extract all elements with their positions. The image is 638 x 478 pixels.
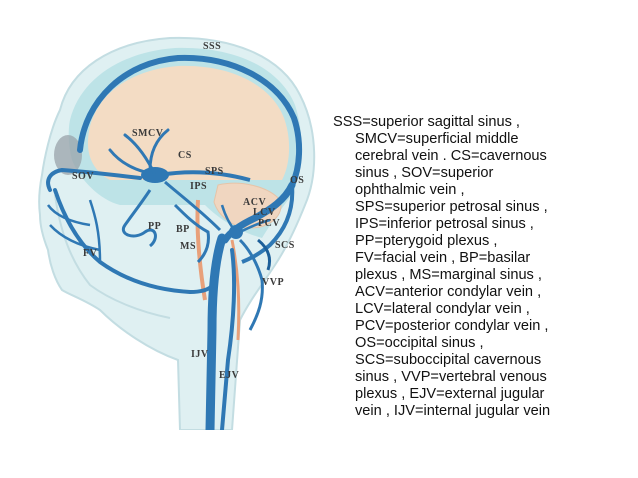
legend-line: FV=facial vein , BP=basilar (355, 250, 531, 266)
legend-line: SPS=superior petrosal sinus , (355, 199, 548, 215)
legend-line: ACV=anterior condylar vein , (355, 284, 542, 300)
vein-pcv (239, 218, 271, 234)
label-sov: SOV (72, 171, 94, 182)
label-ms: MS (180, 241, 196, 252)
label-scs: SCS (275, 240, 295, 251)
legend-line: PCV=posterior condylar vein , (355, 318, 549, 334)
legend-line: SCS=suboccipital cavernous (355, 352, 542, 368)
legend-line: IPS=inferior petrosal sinus , (355, 216, 534, 232)
label-vvp: VVP (262, 277, 284, 288)
venous-anatomy-figure: SSS SMCV CS SPS SOV IPS OS ACV LCV PCV P… (38, 36, 316, 430)
legend-line: cerebral vein . CS=cavernous (355, 148, 547, 164)
label-pcv: PCV (258, 218, 280, 229)
legend-line: plexus , MS=marginal sinus , (355, 267, 542, 283)
vein-ijv (205, 233, 227, 430)
label-lcv: LCV (253, 207, 276, 218)
label-smcv: SMCV (132, 128, 164, 139)
vein-acv (220, 204, 237, 233)
vein-smcv (108, 128, 170, 177)
legend-line: ophthalmic vein , (355, 182, 465, 198)
vein-sss (77, 54, 303, 188)
legend-line: sinus , SOV=superior (355, 165, 494, 181)
label-os: OS (290, 175, 304, 186)
label-acv: ACV (243, 197, 266, 208)
legend-line: sinus , VVP=vertebral venous (355, 369, 547, 385)
legend-line: SMCV=superficial middle (355, 131, 519, 147)
vein-os (241, 184, 295, 264)
legend-line: OS=occipital sinus , (355, 335, 484, 351)
brain (87, 65, 290, 180)
label-sss: SSS (203, 41, 221, 52)
vein-facial-branches (46, 199, 102, 263)
legend-line: vein , IJV=internal jugular vein (355, 403, 551, 419)
label-sps: SPS (205, 166, 224, 177)
vein-bp (173, 203, 210, 264)
vein-sov (46, 167, 142, 192)
label-pp: PP (148, 221, 161, 232)
legend-line: PP=pterygoid plexus , (355, 233, 498, 249)
legend-line: plexus , EJV=external jugular (355, 386, 545, 402)
label-ijv: IJV (191, 349, 209, 360)
label-bp: BP (176, 224, 190, 235)
vein-sps (159, 170, 251, 182)
label-cs: CS (178, 150, 192, 161)
abbreviation-legend: SSS=superior sagittal sinus , SMCV=super… (333, 114, 633, 420)
label-fv: FV (83, 248, 98, 259)
legend-line: SSS=superior sagittal sinus , (333, 114, 520, 130)
orbit (54, 135, 82, 175)
vein-vvp (238, 238, 264, 331)
vein-ips (164, 180, 222, 232)
vein-ejv (220, 248, 237, 430)
label-ejv: EJV (219, 370, 240, 381)
legend-line: LCV=lateral condylar vein , (355, 301, 530, 317)
vein-scs (257, 238, 272, 271)
cerebellum (213, 182, 282, 229)
face-lower (54, 194, 171, 319)
label-ips: IPS (190, 181, 207, 192)
vein-fv (53, 188, 214, 295)
vein-pp (121, 189, 157, 248)
